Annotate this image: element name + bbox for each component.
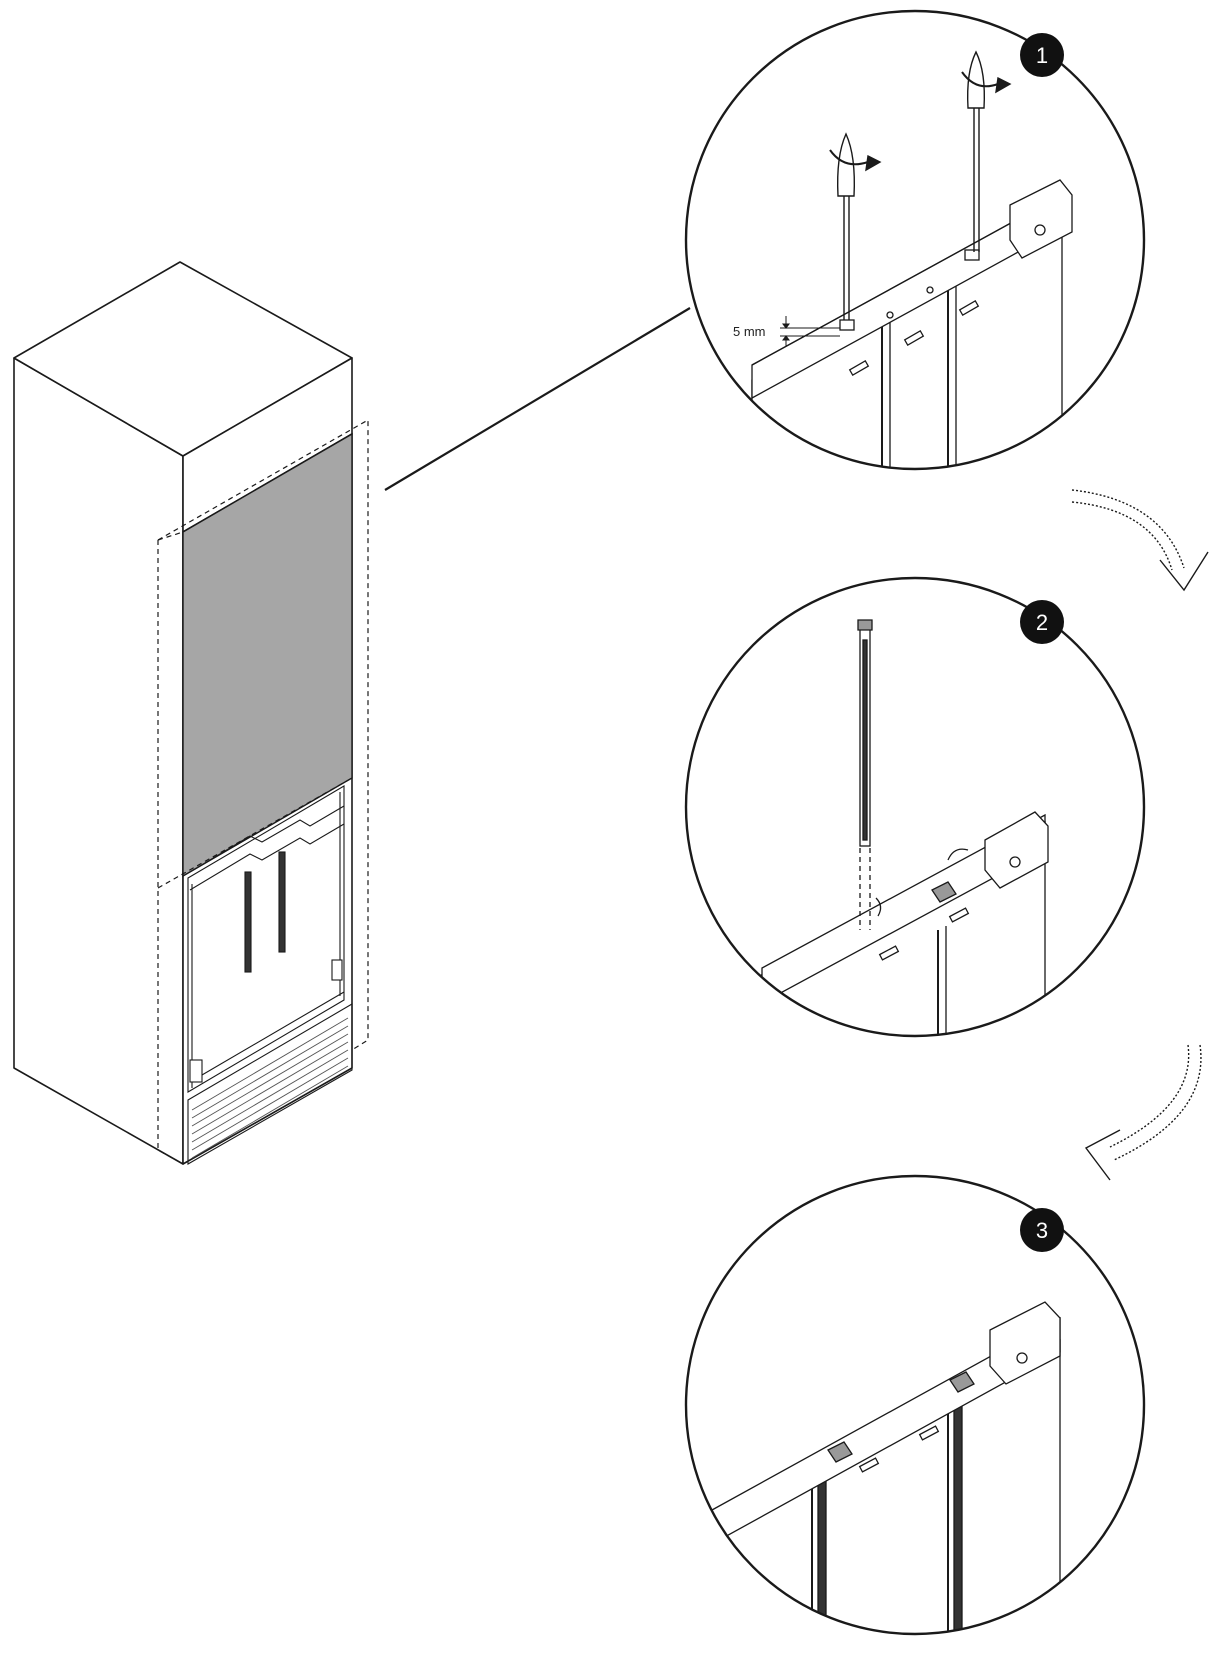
door-panel: [182, 432, 353, 878]
arrow-2-to-3: [1084, 1044, 1202, 1181]
step-badge-2: [1020, 600, 1064, 644]
step-number-3: 3: [1036, 1218, 1048, 1243]
appliance-interior: [187, 785, 353, 1165]
step-badge-1: [1020, 33, 1064, 77]
arrow-1-to-2: [1071, 489, 1209, 592]
detail-step-2: 2: [684, 576, 1146, 1038]
dimension-label: 5 mm: [733, 324, 766, 339]
step-badge-3: [1020, 1208, 1064, 1252]
detail-leader-line: [384, 307, 691, 491]
circle-frame-2: [684, 576, 1146, 1038]
step-number-2: 2: [1036, 610, 1048, 635]
detail-step-1: 5 mm 1: [684, 9, 1146, 471]
detail-step-3: 3: [684, 1174, 1146, 1636]
appliance-dashed-outline: [157, 418, 369, 1165]
step-number-1: 1: [1036, 43, 1048, 68]
circle-frame-1: [684, 9, 1146, 471]
circle-frame-3: [684, 1174, 1146, 1636]
